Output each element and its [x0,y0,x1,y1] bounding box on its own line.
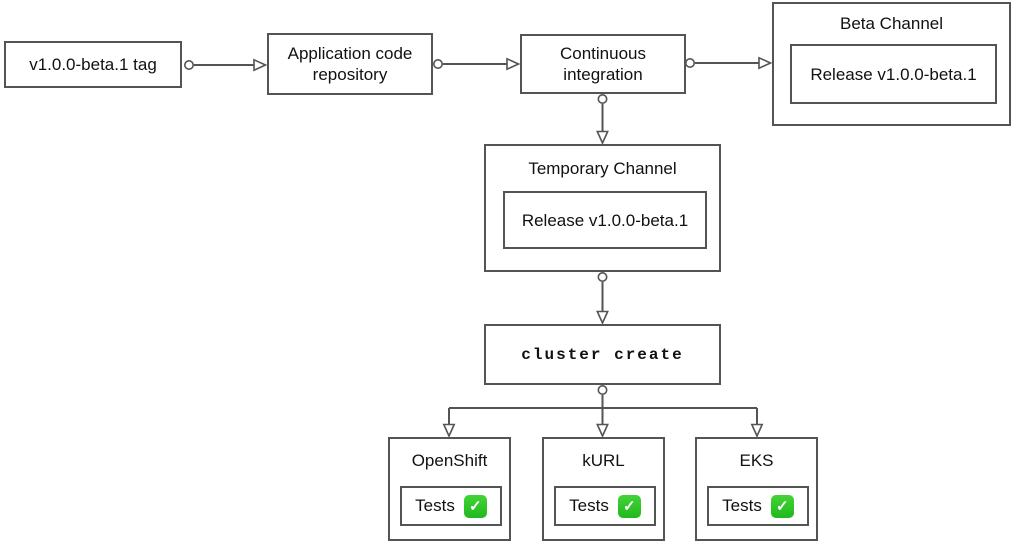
node-continuous-integration: Continuous integration [520,34,686,94]
container-kurl: kURL Tests ✓ [542,437,665,541]
check-mark-button-icon: ✓ [463,494,487,518]
eks-tests-label: Tests [722,496,762,515]
openshift-title: OpenShift [411,451,488,470]
version-tag-label: v1.0.0-beta.1 tag [29,55,157,74]
kurl-tests-box: Tests ✓ [554,486,656,526]
edge-start-dot [184,59,195,70]
node-version-tag: v1.0.0-beta.1 tag [4,41,182,88]
container-beta-channel: Beta Channel Release v1.0.0-beta.1 [772,2,1011,126]
edge-start-dot [432,58,443,69]
check-mark-button-icon: ✓ [770,494,794,518]
eks-title: EKS [739,451,774,470]
arrowhead [596,130,609,145]
arrowhead [758,56,773,70]
openshift-tests-box: Tests ✓ [400,486,502,526]
edge-start-dot [597,271,608,282]
arrowhead [596,310,609,325]
repository-label: Application code repository [287,44,413,84]
kurl-tests-label: Tests [569,496,609,515]
arrowhead [596,423,609,438]
check-mark-button-icon: ✓ [617,494,641,518]
cluster-create-label: cluster create [521,345,684,364]
edge-start-dot [684,57,695,68]
temporary-release-label: Release v1.0.0-beta.1 [521,210,689,230]
node-beta-release: Release v1.0.0-beta.1 [790,44,997,104]
continuous-integration-label: Continuous integration [559,44,646,84]
node-application-code-repository: Application code repository [267,33,433,95]
beta-channel-title: Beta Channel [839,14,944,33]
eks-tests-box: Tests ✓ [707,486,809,526]
openshift-tests-label: Tests [415,496,455,515]
edge-start-dot [597,384,608,395]
arrowhead [750,423,764,438]
arrowhead [442,423,456,438]
arrowhead [253,58,268,72]
container-temporary-channel: Temporary Channel Release v1.0.0-beta.1 [484,144,721,272]
edge-start-dot [597,94,608,105]
container-openshift: OpenShift Tests ✓ [388,437,511,541]
node-cluster-create: cluster create [484,324,721,385]
container-eks: EKS Tests ✓ [695,437,818,541]
beta-release-label: Release v1.0.0-beta.1 [810,64,977,84]
kurl-title: kURL [582,451,625,470]
node-temporary-release: Release v1.0.0-beta.1 [503,191,707,249]
temporary-channel-title: Temporary Channel [528,159,677,178]
arrowhead [506,57,521,71]
